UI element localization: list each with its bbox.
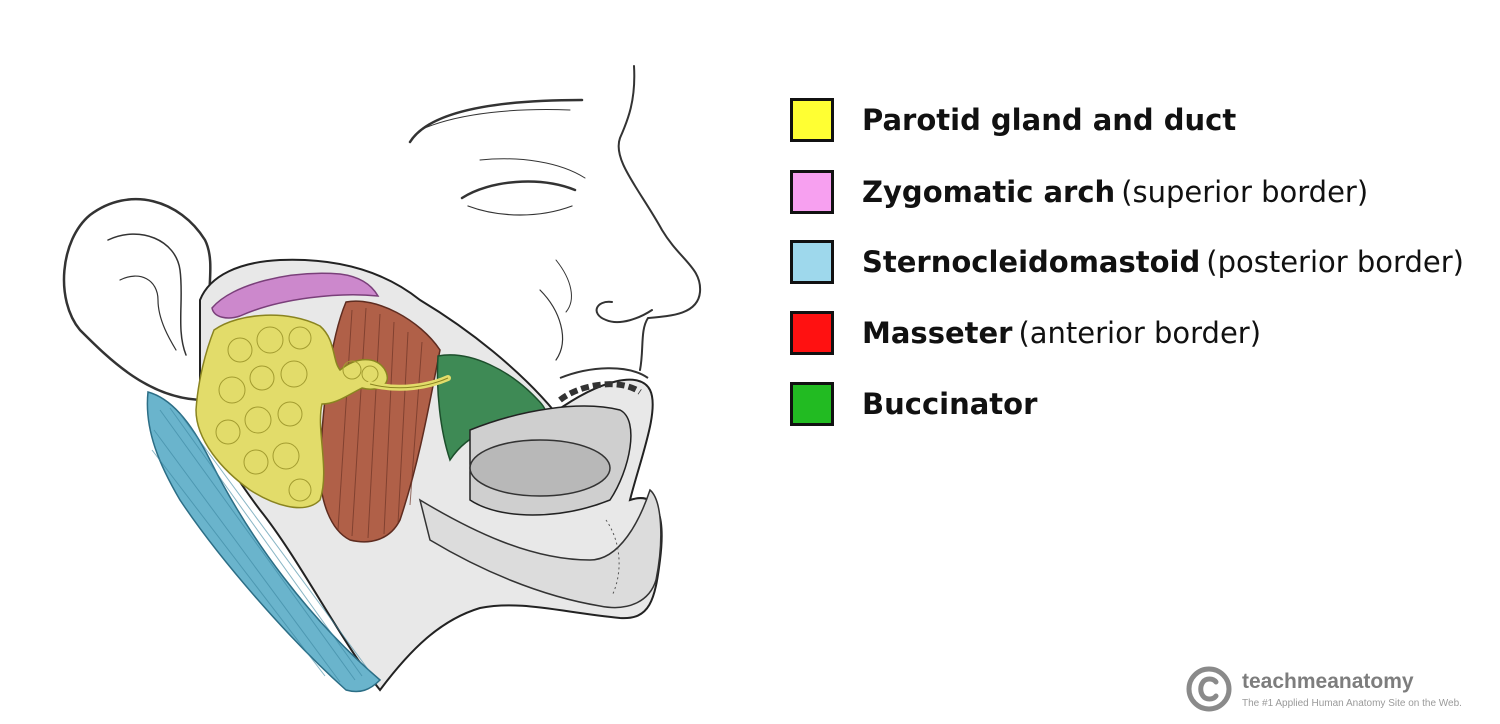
legend-item-buccinator: Buccinator [790, 378, 1043, 430]
legend-label: Sternocleidomastoid(posterior border) [862, 245, 1464, 279]
mandible [418, 488, 662, 609]
legend-label: Parotid gland and duct [862, 103, 1237, 137]
parotid-swatch [790, 98, 834, 142]
sternocleidomastoid-swatch [790, 240, 834, 284]
eyebrow [408, 98, 584, 144]
legend-item-parotid: Parotid gland and duct [790, 94, 1242, 146]
legend-item-zygomatic: Zygomatic arch(superior border) [790, 166, 1368, 218]
closed-eye [460, 180, 577, 200]
buccinator-swatch [790, 382, 834, 426]
ear-outline [62, 197, 221, 402]
legend-item-masseter: Masseter(anterior border) [790, 307, 1261, 359]
legend-label: Buccinator [862, 387, 1038, 421]
zygomatic-swatch [790, 170, 834, 214]
head-dissection-illustration [62, 65, 702, 693]
zygomatic-arch [211, 272, 380, 319]
copyright-icon [1186, 666, 1232, 712]
legend-label: Masseter(anterior border) [862, 316, 1262, 350]
tongue [469, 439, 611, 497]
masseter-swatch [790, 311, 834, 355]
sternocleidomastoid-muscle [146, 391, 382, 693]
legend-item-sternocleidomastoid: Sternocleidomastoid(posterior border) [790, 236, 1464, 288]
brand-tagline: The #1 Applied Human Anatomy Site on the… [1242, 698, 1462, 709]
face-profile-outline [617, 65, 702, 371]
nose-ala [595, 300, 653, 324]
brand-name: teachmeanatomy [1242, 670, 1414, 693]
legend-label: Zygomatic arch(superior border) [862, 175, 1369, 209]
upper-teeth [558, 381, 642, 403]
